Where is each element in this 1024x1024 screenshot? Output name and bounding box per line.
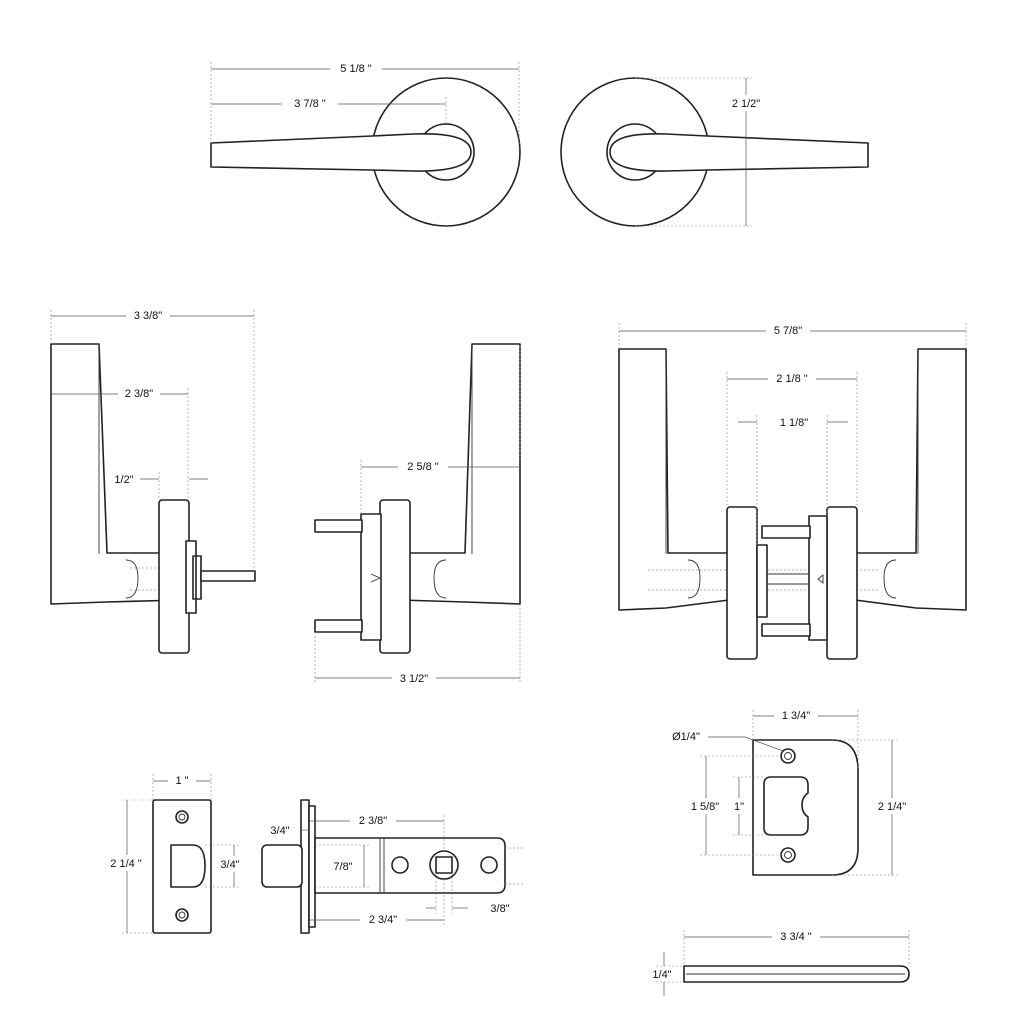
- set-view-dimensions: 5 7/8" 2 1/8 " 1 1/8": [618, 322, 967, 545]
- dim-strike-width: 1 3/4": [782, 710, 810, 722]
- mid-view-dimensions: 2 5/8 " 3 1/2": [314, 344, 521, 686]
- dim-strike-edge-length: 3 3/4 ": [780, 931, 812, 943]
- top-view-left-lever: [210, 77, 521, 227]
- strike-edge-view: [683, 965, 910, 983]
- mid-rose-plate: [360, 513, 382, 641]
- set-left-rose: [726, 506, 758, 660]
- dim-faceplate-opening: 3/4": [220, 859, 239, 871]
- top-view-dimensions: 5 1/8 " 3 7/8 " 2 1/2": [210, 60, 768, 227]
- set-right-rose: [826, 506, 858, 660]
- latch-dimensions: 3/4" 2 3/8" 7/8" 2 3/4" 3/8": [270, 812, 510, 927]
- mid-rose: [379, 499, 411, 654]
- dim-strike-height: 2 1/4": [878, 801, 906, 813]
- side-spindle: [200, 570, 256, 582]
- faceplate-screw-bottom: [175, 908, 189, 922]
- dim-set-overall-width: 5 7/8": [774, 325, 802, 337]
- dim-set-door-thickness: 1 1/8": [780, 417, 808, 429]
- dim-latch-hub: 3/8": [490, 903, 509, 915]
- left-lever-handle: [210, 133, 472, 172]
- latch-faceplate: [152, 799, 212, 934]
- dim-rose-diameter: 2 1/2": [732, 98, 760, 110]
- faceplate-bolt-opening: [170, 844, 206, 888]
- dim-latch-face-offset: 3/4": [270, 825, 289, 837]
- top-view-right-lever: [560, 77, 869, 227]
- dim-mid-spindle: 2 5/8 ": [407, 461, 439, 473]
- latch-bolt: [261, 844, 303, 888]
- mid-post-upper: [314, 519, 363, 533]
- dim-side-projection: 3 3/8": [134, 310, 162, 322]
- dim-strike-opening: 1": [734, 801, 744, 813]
- side-view-lever: [50, 343, 256, 654]
- dim-mid-overall: 3 1/2": [400, 673, 428, 685]
- dim-side-rose-thickness: 1/2": [114, 474, 133, 486]
- dim-set-rose-spacing: 2 1/8 ": [776, 373, 808, 385]
- side-rose: [158, 499, 190, 654]
- latch-body: [261, 799, 524, 934]
- faceplate-screw-top: [175, 810, 189, 824]
- set-view: [618, 348, 967, 660]
- dim-latch-bolt-height: 7/8": [333, 861, 352, 873]
- set-left-lever: [618, 348, 730, 611]
- dim-strike-edge-thickness: 1/4": [652, 969, 671, 981]
- mid-post-lower: [314, 619, 363, 633]
- strike-plate-body: [752, 739, 859, 876]
- right-lever-handle: [609, 133, 869, 172]
- side-view-dimensions: 3 3/8" 2 3/8" 1/2": [50, 307, 255, 571]
- dim-strike-hole: Ø1/4": [672, 731, 700, 743]
- dim-top-overall-width: 5 1/8 ": [340, 63, 372, 75]
- faceplate-dimensions: 1 " 2 1/4 " 3/4": [104, 772, 244, 934]
- set-post-lower: [761, 623, 811, 637]
- side-rose-plate: [185, 540, 197, 614]
- strike-edge-dimensions: 3 3/4 " 1/4": [652, 928, 910, 996]
- dim-strike-hole-spacing: 1 5/8": [691, 801, 719, 813]
- dim-latch-backset-a: 2 3/8": [359, 815, 387, 827]
- dim-faceplate-height: 2 1/4 ": [110, 858, 142, 870]
- latch-hole-left: [391, 856, 409, 874]
- latch-hub-square: [435, 856, 453, 874]
- dim-latch-backset-b: 2 3/4": [369, 914, 397, 926]
- strike-plate: [752, 739, 859, 876]
- dim-top-lever-length: 3 7/8 ": [294, 98, 326, 110]
- latch-hole-right: [480, 856, 498, 874]
- dim-faceplate-width: 1 ": [175, 775, 188, 787]
- strike-opening: [763, 776, 809, 836]
- dim-side-lever-offset: 2 3/8": [125, 388, 153, 400]
- mid-view-lever: [314, 343, 521, 654]
- latch-case: [314, 837, 506, 894]
- set-post-upper: [761, 525, 811, 539]
- set-right-lever: [854, 348, 967, 611]
- strike-dimensions: 1 3/4" Ø1/4" 1 5/8" 1" 2 1/4": [672, 707, 914, 876]
